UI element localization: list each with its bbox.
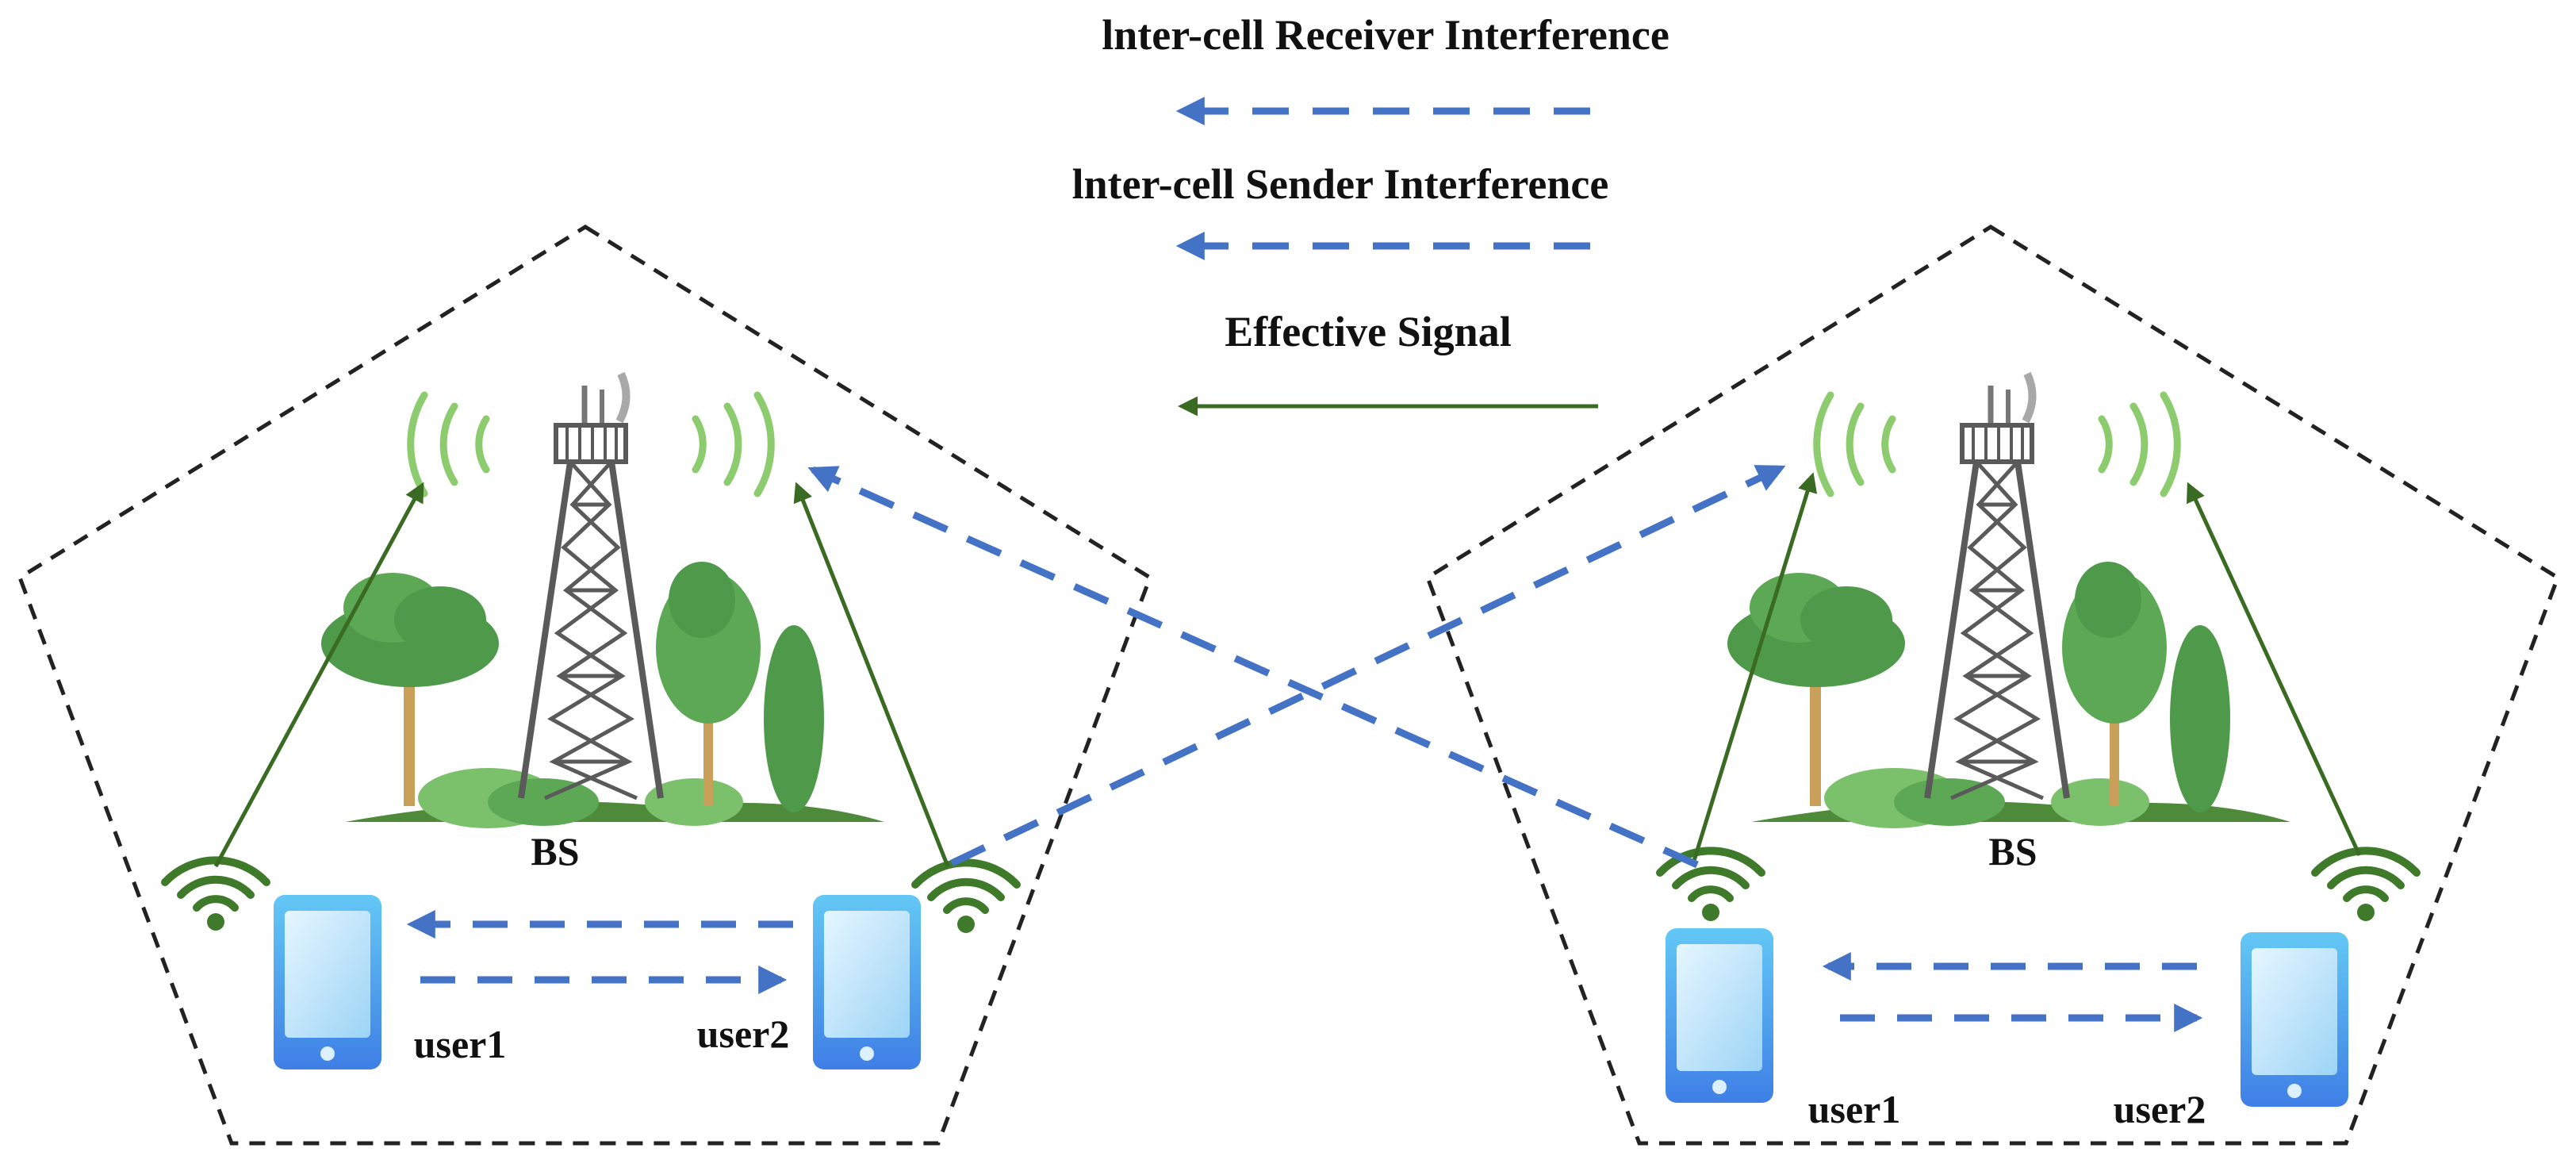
effective-signal-arrow — [793, 482, 950, 867]
base-station-tower — [1927, 374, 2067, 798]
effective-signal-arrow — [1691, 472, 1818, 864]
bs-label: BS — [1988, 829, 2037, 874]
effective-signal-arrow — [2187, 482, 2362, 857]
user1-phone-icon — [1666, 928, 1773, 1103]
base-station-tower — [521, 374, 661, 798]
cell-left: BS user1 user2 — [17, 225, 1153, 1146]
user2-label: user2 — [2114, 1087, 2206, 1131]
cell-right: BS user1 user2 — [1424, 225, 2561, 1146]
user2-phone-icon — [813, 895, 921, 1069]
user1-phone-icon — [274, 895, 381, 1069]
legend-receiver-interference-label: lnter-cell Receiver Interference — [1102, 11, 1669, 59]
inter-cell-interference-arrow — [950, 464, 1786, 867]
wifi-icon — [2315, 851, 2417, 921]
user2-label: user2 — [697, 1012, 790, 1056]
cell-boundary — [1424, 225, 2561, 1146]
user1-label: user1 — [1808, 1087, 1901, 1131]
bs-label: BS — [531, 829, 579, 874]
inter-cell-interference-arrow — [807, 466, 1699, 869]
user2-phone-icon — [2241, 932, 2348, 1107]
effective-signal-arrow — [213, 482, 424, 868]
wifi-icon — [1660, 851, 1761, 921]
cell-boundary — [17, 225, 1153, 1146]
legend-effective-signal-label: Effective Signal — [1225, 308, 1511, 355]
wifi-icon — [165, 860, 266, 931]
user1-label: user1 — [414, 1022, 507, 1066]
legend-sender-interference-label: lnter-cell Sender Interference — [1072, 160, 1609, 208]
wifi-icon — [915, 862, 1017, 933]
